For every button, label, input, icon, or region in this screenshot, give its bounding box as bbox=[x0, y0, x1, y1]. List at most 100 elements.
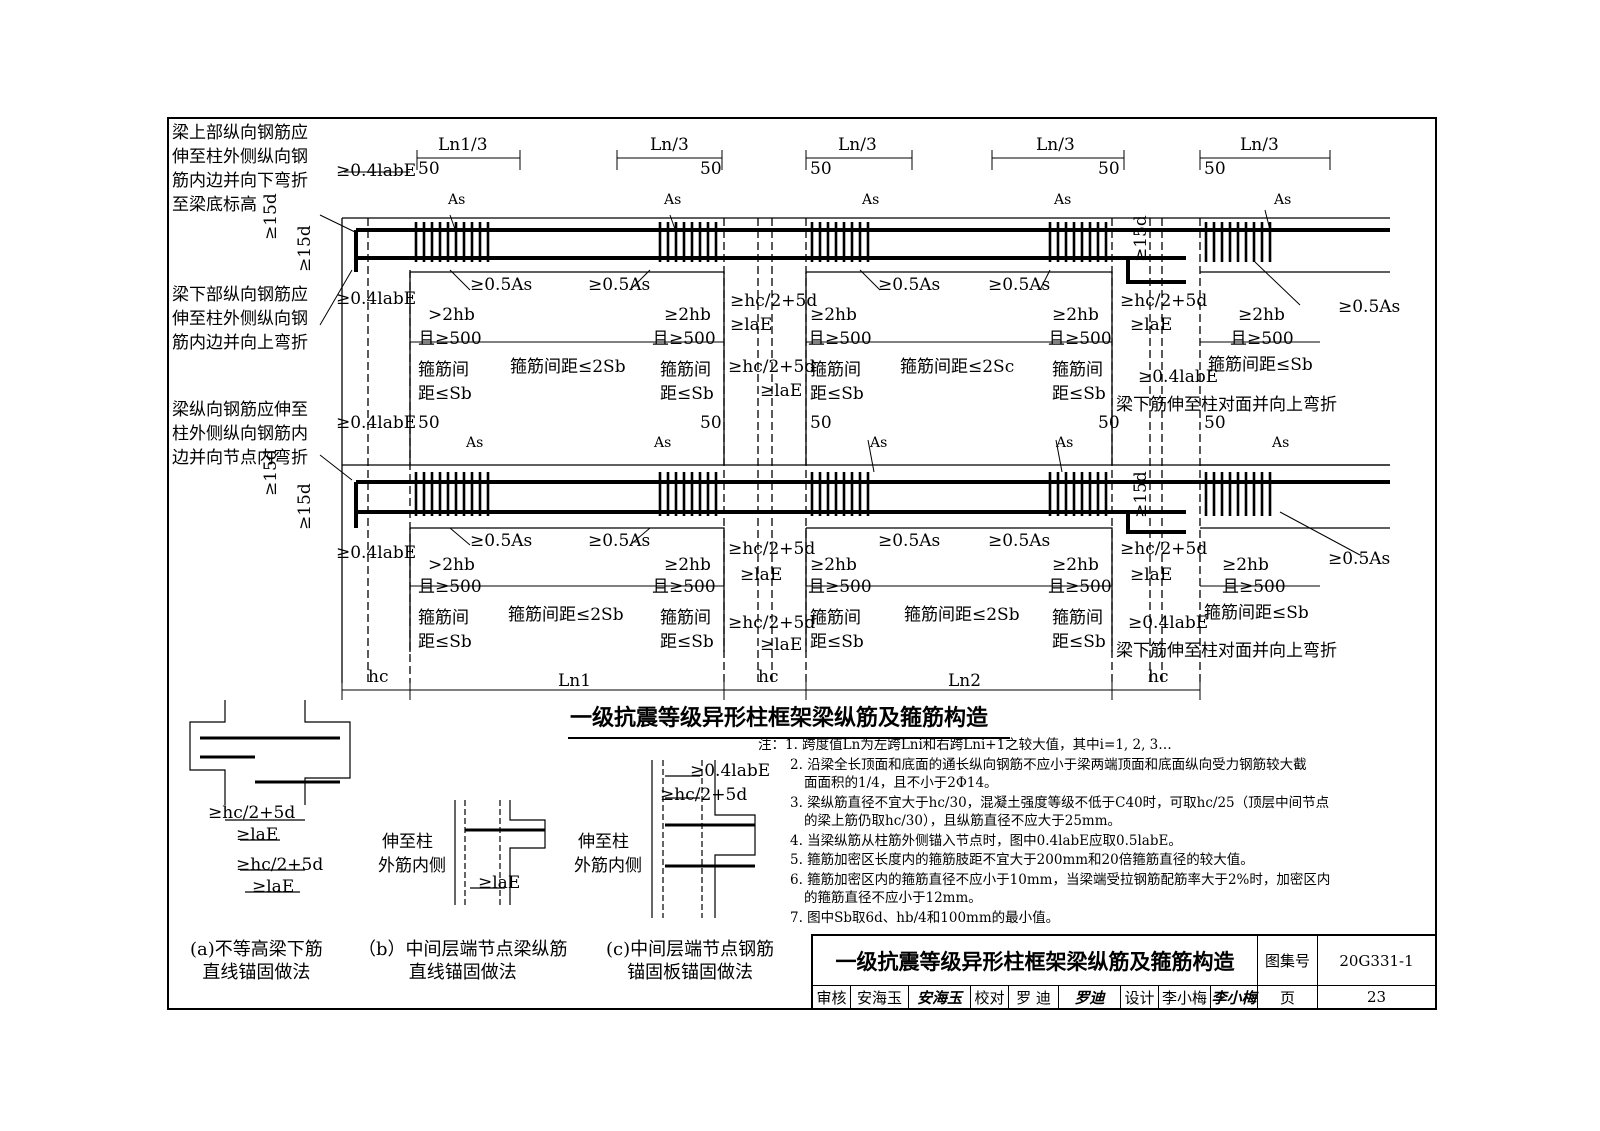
detail-a-dim: ≥hc/2+5d bbox=[208, 803, 296, 823]
detail-b-dim: ≥laE bbox=[478, 873, 521, 893]
note-bottom-bar: 梁下部纵向钢筋应伸至柱外侧纵向钢 筋内边并向上弯折 bbox=[172, 285, 308, 353]
ge500: 且≥500 bbox=[808, 577, 872, 597]
detail-a-dim: ≥laE bbox=[236, 825, 279, 845]
dim-ln-3: Ln/3 bbox=[838, 135, 877, 155]
bottom-to-opposite: 梁下筋伸至柱对面并向上弯折 bbox=[1116, 395, 1337, 415]
reviewer-signature: 安海玉 bbox=[909, 986, 971, 1009]
note-line: 7. 图中Sb取6d、hb/4和100mm的最小值。 bbox=[790, 909, 1060, 926]
stirrup-mid-c: 箍筋间距≤2Sc bbox=[900, 357, 1015, 377]
leader-lines bbox=[319, 209, 1361, 556]
lae: ≥laE bbox=[760, 635, 803, 655]
fifteen-d: ≥15d bbox=[295, 483, 315, 530]
lae: ≥laE bbox=[760, 381, 803, 401]
lae: ≥laE bbox=[730, 315, 773, 335]
half-as: ≥0.5As bbox=[588, 275, 651, 295]
designer-signature: 李小梅 bbox=[1211, 986, 1258, 1009]
2hb: ≥2hb bbox=[1052, 555, 1099, 575]
hc-label: hc bbox=[1148, 667, 1169, 687]
2hb: ≥2hb bbox=[810, 555, 857, 575]
gt-2hb: >2hb bbox=[428, 555, 475, 575]
dim-50: 50 bbox=[418, 413, 440, 433]
dim-50: 50 bbox=[700, 159, 722, 179]
hc-half: ≥hc/2+5d bbox=[728, 539, 816, 559]
dim-ln-3: Ln/3 bbox=[1036, 135, 1075, 155]
half-as: ≥0.5As bbox=[1328, 549, 1391, 569]
note-line: 5. 箍筋加密区长度内的箍筋肢距不宜大于200mm和20倍箍筋直径的较大值。 bbox=[790, 852, 1254, 869]
hc-half: ≥hc/2+5d bbox=[730, 291, 818, 311]
ge500: 且≥500 bbox=[808, 329, 872, 349]
title-block-title: 一级抗震等级异形柱框架梁纵筋及箍筋构造 bbox=[813, 936, 1258, 986]
fifteen-d: ≥15d bbox=[261, 193, 281, 240]
half-as: ≥0.5As bbox=[1338, 297, 1401, 317]
stirrup-right: 箍筋间距≤Sb bbox=[1208, 355, 1313, 375]
reviewer-name: 安海玉 bbox=[851, 986, 909, 1009]
notes-block: 注：1. 跨度值Ln为左跨Lni和右跨Lni+1之较大值，其中i=1, 2, 3… bbox=[758, 737, 1330, 926]
half-as: ≥0.5As bbox=[470, 275, 533, 295]
stirrup-mid: 箍筋间距≤2Sb bbox=[508, 605, 624, 625]
gt-2hb: >2hb bbox=[428, 305, 475, 325]
note-line: 注：1. 跨度值Ln为左跨Lni和右跨Lni+1之较大值，其中i=1, 2, 3… bbox=[758, 737, 1172, 753]
stirrups bbox=[414, 222, 1272, 516]
detail-a-dim: ≥hc/2+5d bbox=[236, 855, 324, 875]
anchor-label: ≥0.4labE bbox=[1138, 367, 1219, 387]
dim-50: 50 bbox=[810, 159, 832, 179]
as-label: As bbox=[466, 435, 484, 451]
note-line: 3. 梁纵筋直径不宜大于hc/30，混凝土强度等级不低于C40时，可取hc/25… bbox=[790, 794, 1330, 811]
caption-b: （b）中间层端节点梁纵筋直线锚固做法 bbox=[358, 939, 568, 984]
fifteen-d: ≥15d bbox=[261, 449, 281, 496]
detail-c-dim: ≥0.4labE bbox=[690, 761, 771, 781]
page-number: 23 bbox=[1318, 986, 1436, 1009]
hc-half: ≥hc/2+5d bbox=[728, 613, 816, 633]
stirrup-dense: 箍筋间距≤Sb bbox=[810, 608, 864, 652]
check-label: 校对 bbox=[971, 986, 1009, 1009]
2hb: ≥2hb bbox=[1238, 305, 1285, 325]
ln1-label: Ln1 bbox=[558, 671, 592, 691]
2hb: ≥2hb bbox=[664, 305, 711, 325]
caption-a: (a)不等高梁下筋直线锚固做法 bbox=[190, 939, 323, 984]
designer-name: 李小梅 bbox=[1159, 986, 1211, 1009]
fifteen-d: ≥15d bbox=[1131, 471, 1151, 518]
main-title: 一级抗震等级异形柱框架梁纵筋及箍筋构造 bbox=[570, 705, 989, 731]
ge500: 且≥500 bbox=[1230, 329, 1294, 349]
atlas-label: 图集号 bbox=[1258, 936, 1318, 986]
2hb: ≥2hb bbox=[664, 555, 711, 575]
2hb: ≥2hb bbox=[1052, 305, 1099, 325]
note-top-bar: 梁上部纵向钢筋应伸至柱外侧纵向钢 筋内边并向下弯折至梁底标高 bbox=[172, 123, 308, 215]
ge500: 且≥500 bbox=[418, 329, 482, 349]
bottom-to-opposite: 梁下筋伸至柱对面并向上弯折 bbox=[1116, 641, 1337, 661]
detail-c-drawing bbox=[651, 760, 756, 918]
detail-a-drawing bbox=[189, 700, 351, 893]
atlas-number: 20G331-1 bbox=[1318, 936, 1436, 986]
stirrup-dense: 箍筋间距≤Sb bbox=[418, 360, 472, 404]
dim-50: 50 bbox=[700, 413, 722, 433]
hc-half: ≥hc/2+5d bbox=[1120, 539, 1208, 559]
hc-label: hc bbox=[368, 667, 389, 687]
detail-c-label: 伸至柱外筋内侧 bbox=[574, 832, 642, 876]
note-line: 的梁上筋仍取hc/30），且纵筋直径不应大于25mm。 bbox=[804, 813, 1122, 830]
half-as: ≥0.5As bbox=[878, 531, 941, 551]
stirrup-dense: 箍筋间距≤Sb bbox=[660, 360, 714, 404]
hc-label: hc bbox=[758, 667, 779, 687]
ge500: 且≥500 bbox=[652, 577, 716, 597]
as-label: As bbox=[654, 435, 672, 451]
anchor-label: ≥0.4labE bbox=[1128, 613, 1209, 633]
lae: ≥laE bbox=[740, 565, 783, 585]
ln2-label: Ln2 bbox=[948, 671, 982, 691]
lae: ≥laE bbox=[1130, 565, 1173, 585]
dim-50: 50 bbox=[1204, 413, 1226, 433]
stirrup-right: 箍筋间距≤Sb bbox=[1204, 603, 1309, 623]
top-longitudinal-bar bbox=[354, 228, 1390, 284]
dim-50: 50 bbox=[1204, 159, 1226, 179]
half-as: ≥0.5As bbox=[988, 531, 1051, 551]
anchor-label: ≥0.4labE bbox=[336, 413, 417, 433]
dim-50: 50 bbox=[1098, 159, 1120, 179]
dim-ln-3: Ln/3 bbox=[650, 135, 689, 155]
anchor-label: ≥0.4labE bbox=[336, 289, 417, 309]
stirrup-dense: 箍筋间距≤Sb bbox=[810, 360, 864, 404]
as-label: As bbox=[1272, 435, 1290, 451]
ge500: 且≥500 bbox=[418, 577, 482, 597]
page-label: 页 bbox=[1258, 986, 1318, 1009]
stirrup-dense: 箍筋间距≤Sb bbox=[1052, 360, 1106, 404]
as-label: As bbox=[1056, 435, 1074, 451]
